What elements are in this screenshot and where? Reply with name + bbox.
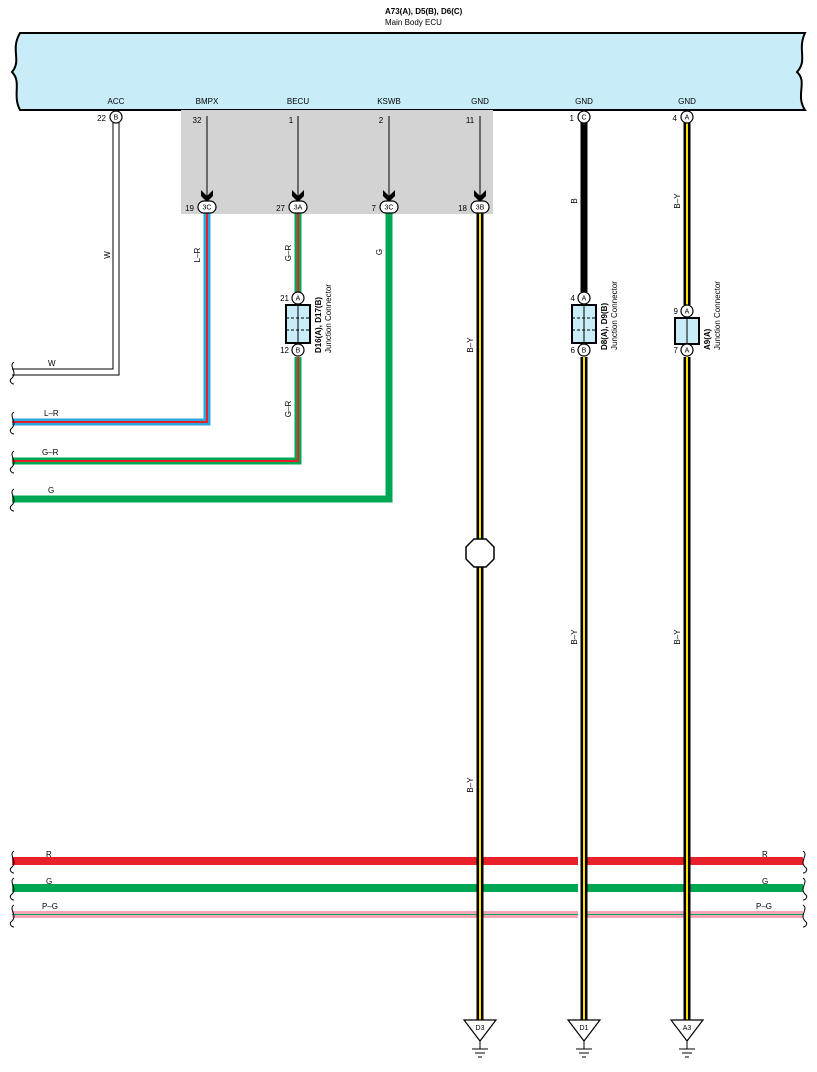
a9-bottom-pin: 7 [674, 346, 679, 355]
bus-line-g [12, 884, 803, 892]
ground-d1-label: D1 [580, 1025, 589, 1032]
label-by-lower: B–Y [466, 777, 475, 793]
ecu-internal-shade [181, 110, 493, 214]
d8-bottom-conn: B [582, 348, 587, 355]
label-gr-left: G–R [42, 448, 59, 457]
bus-g-right-label: G [762, 877, 768, 886]
terminal-acc: ACC [108, 97, 125, 106]
d8-bottom-pin: 6 [571, 346, 576, 355]
break-marks-right [802, 850, 808, 928]
terminal-gnd-3: GND [678, 97, 696, 106]
label-w-vertical: W [103, 251, 112, 259]
conn-gnd-2: C [581, 115, 586, 122]
break-marks-left [9, 361, 15, 928]
jpin-conn-1: 3C [203, 205, 212, 212]
ground-a3-label: A3 [683, 1025, 692, 1032]
bus-g-left-label: G [46, 877, 52, 886]
a9-desc: Junction Connector [713, 281, 722, 350]
wire-g-r [12, 213, 302, 465]
a9-name: A9(A) [703, 328, 712, 350]
a9-top-conn: A [685, 309, 690, 316]
junction-connector-a9 [674, 304, 700, 357]
d16-top-conn: A [296, 296, 301, 303]
jpin-conn-2: 3A [294, 205, 303, 212]
ecu-connector-ids: A73(A), D5(B), D6(C) [385, 7, 463, 16]
pin-gnd-3: 4 [673, 114, 678, 123]
label-gr-top: G–R [284, 245, 293, 262]
bus-r-left-label: R [46, 850, 52, 859]
label-lr-vertical: L–R [193, 247, 202, 262]
ecu-pin-circles [109, 110, 694, 124]
terminal-bmpx: BMPX [196, 97, 219, 106]
terminal-becu: BECU [287, 97, 309, 106]
jpin-num-2: 27 [276, 204, 285, 213]
d16-top-pin: 21 [280, 294, 289, 303]
d8-desc: Junction Connector [610, 281, 619, 350]
a9-bottom-conn: A [685, 348, 690, 355]
conn-acc: B [114, 115, 119, 122]
label-w-left: W [48, 359, 56, 368]
bus-pg-right-label: P–G [756, 902, 772, 911]
label-by-a3: B–Y [673, 629, 682, 645]
label-gr-bottom: G–R [284, 401, 293, 418]
by-crossings [476, 852, 691, 924]
jpin-conn-3: 3C [385, 205, 394, 212]
ground-d3 [462, 1019, 498, 1058]
label-lr-left: L–R [44, 409, 59, 418]
terminal-kswb: KSWB [377, 97, 401, 106]
junction-connector-d16-d17 [285, 291, 311, 357]
a9-top-pin: 9 [674, 307, 679, 316]
d16-bottom-conn: B [296, 348, 301, 355]
terminal-gnd-2: GND [575, 97, 593, 106]
bus-r-right-label: R [762, 850, 768, 859]
conn-gnd-3: A [685, 115, 690, 122]
label-b-vertical: B [570, 198, 579, 203]
d16-bottom-pin: 12 [280, 346, 289, 355]
junction-connector-d8-d9 [571, 291, 597, 357]
d16-name: D16(A), D17(B) [314, 297, 323, 353]
label-g-left: G [48, 486, 54, 495]
bus-pg-left-label: P–G [42, 902, 58, 911]
bus-line-r [12, 857, 803, 865]
junction-pin-pills [197, 200, 490, 214]
pin-bmpx: 32 [193, 116, 202, 125]
jpin-num-4: 18 [458, 204, 467, 213]
ground-a3 [669, 1019, 705, 1058]
wire-l-r [12, 213, 211, 426]
d8-top-pin: 4 [571, 294, 576, 303]
pin-gnd-1: 11 [466, 116, 475, 125]
label-g-vertical: G [375, 249, 384, 255]
label-by-a9-top: B–Y [673, 193, 682, 209]
wire-g [12, 213, 393, 503]
ground-d3-label: D3 [476, 1025, 485, 1032]
pin-acc: 22 [97, 114, 106, 123]
ecu-name: Main Body ECU [385, 18, 442, 27]
label-by-d1: B–Y [570, 629, 579, 645]
pin-kswb: 2 [379, 116, 384, 125]
pin-becu: 1 [289, 116, 294, 125]
d8-top-conn: A [582, 296, 587, 303]
ground-d1 [566, 1019, 602, 1058]
d16-desc: Junction Connector [324, 284, 333, 353]
terminal-gnd-1: GND [471, 97, 489, 106]
d8-name: D8(A), D9(B) [600, 303, 609, 350]
jpin-num-1: 19 [185, 204, 194, 213]
main-body-ecu-box [10, 32, 807, 111]
bus-line-p-g [12, 911, 803, 918]
wire-w [12, 116, 120, 376]
pin-gnd-2: 1 [570, 114, 575, 123]
jpin-conn-4: 3B [476, 205, 485, 212]
splice-octagon [465, 538, 495, 568]
jpin-num-3: 7 [372, 204, 377, 213]
junction-arrows [201, 190, 486, 202]
label-by-upper: B–Y [466, 337, 475, 353]
